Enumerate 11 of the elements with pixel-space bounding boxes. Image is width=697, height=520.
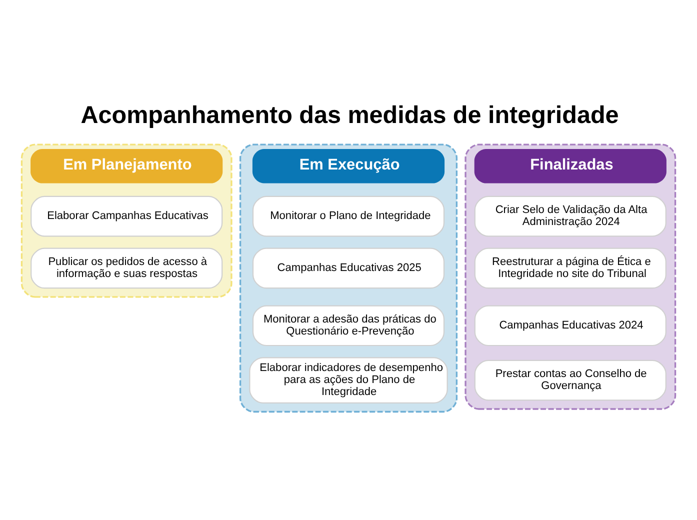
- node-box: Prestar contas ao Conselho de Governança: [474, 359, 666, 400]
- node-box: Elaborar Campanhas Educativas: [30, 195, 223, 236]
- diagram-title: Acompanhamento das medidas de integridade: [80, 102, 619, 129]
- node-box: Elaborar indicadores de desempenho para as ações do Plano de Integridade: [249, 356, 448, 403]
- node-box: Reestruturar a página de Ética e Integridade no site do Tribunal: [474, 247, 666, 288]
- node-box: Campanhas Educativas 2024: [474, 304, 666, 346]
- node-box: Publicar os pedidos de acesso à informação e suas respostas: [30, 247, 223, 288]
- node-box: Monitorar o Plano de Integridade: [252, 195, 445, 236]
- node-box: Campanhas Educativas 2025: [252, 247, 445, 288]
- node-box: Monitorar a adesão das práticas do Questionário e-Prevenção: [252, 304, 445, 346]
- node-box: Criar Selo de Validação da Alta Administração 2024: [474, 195, 666, 236]
